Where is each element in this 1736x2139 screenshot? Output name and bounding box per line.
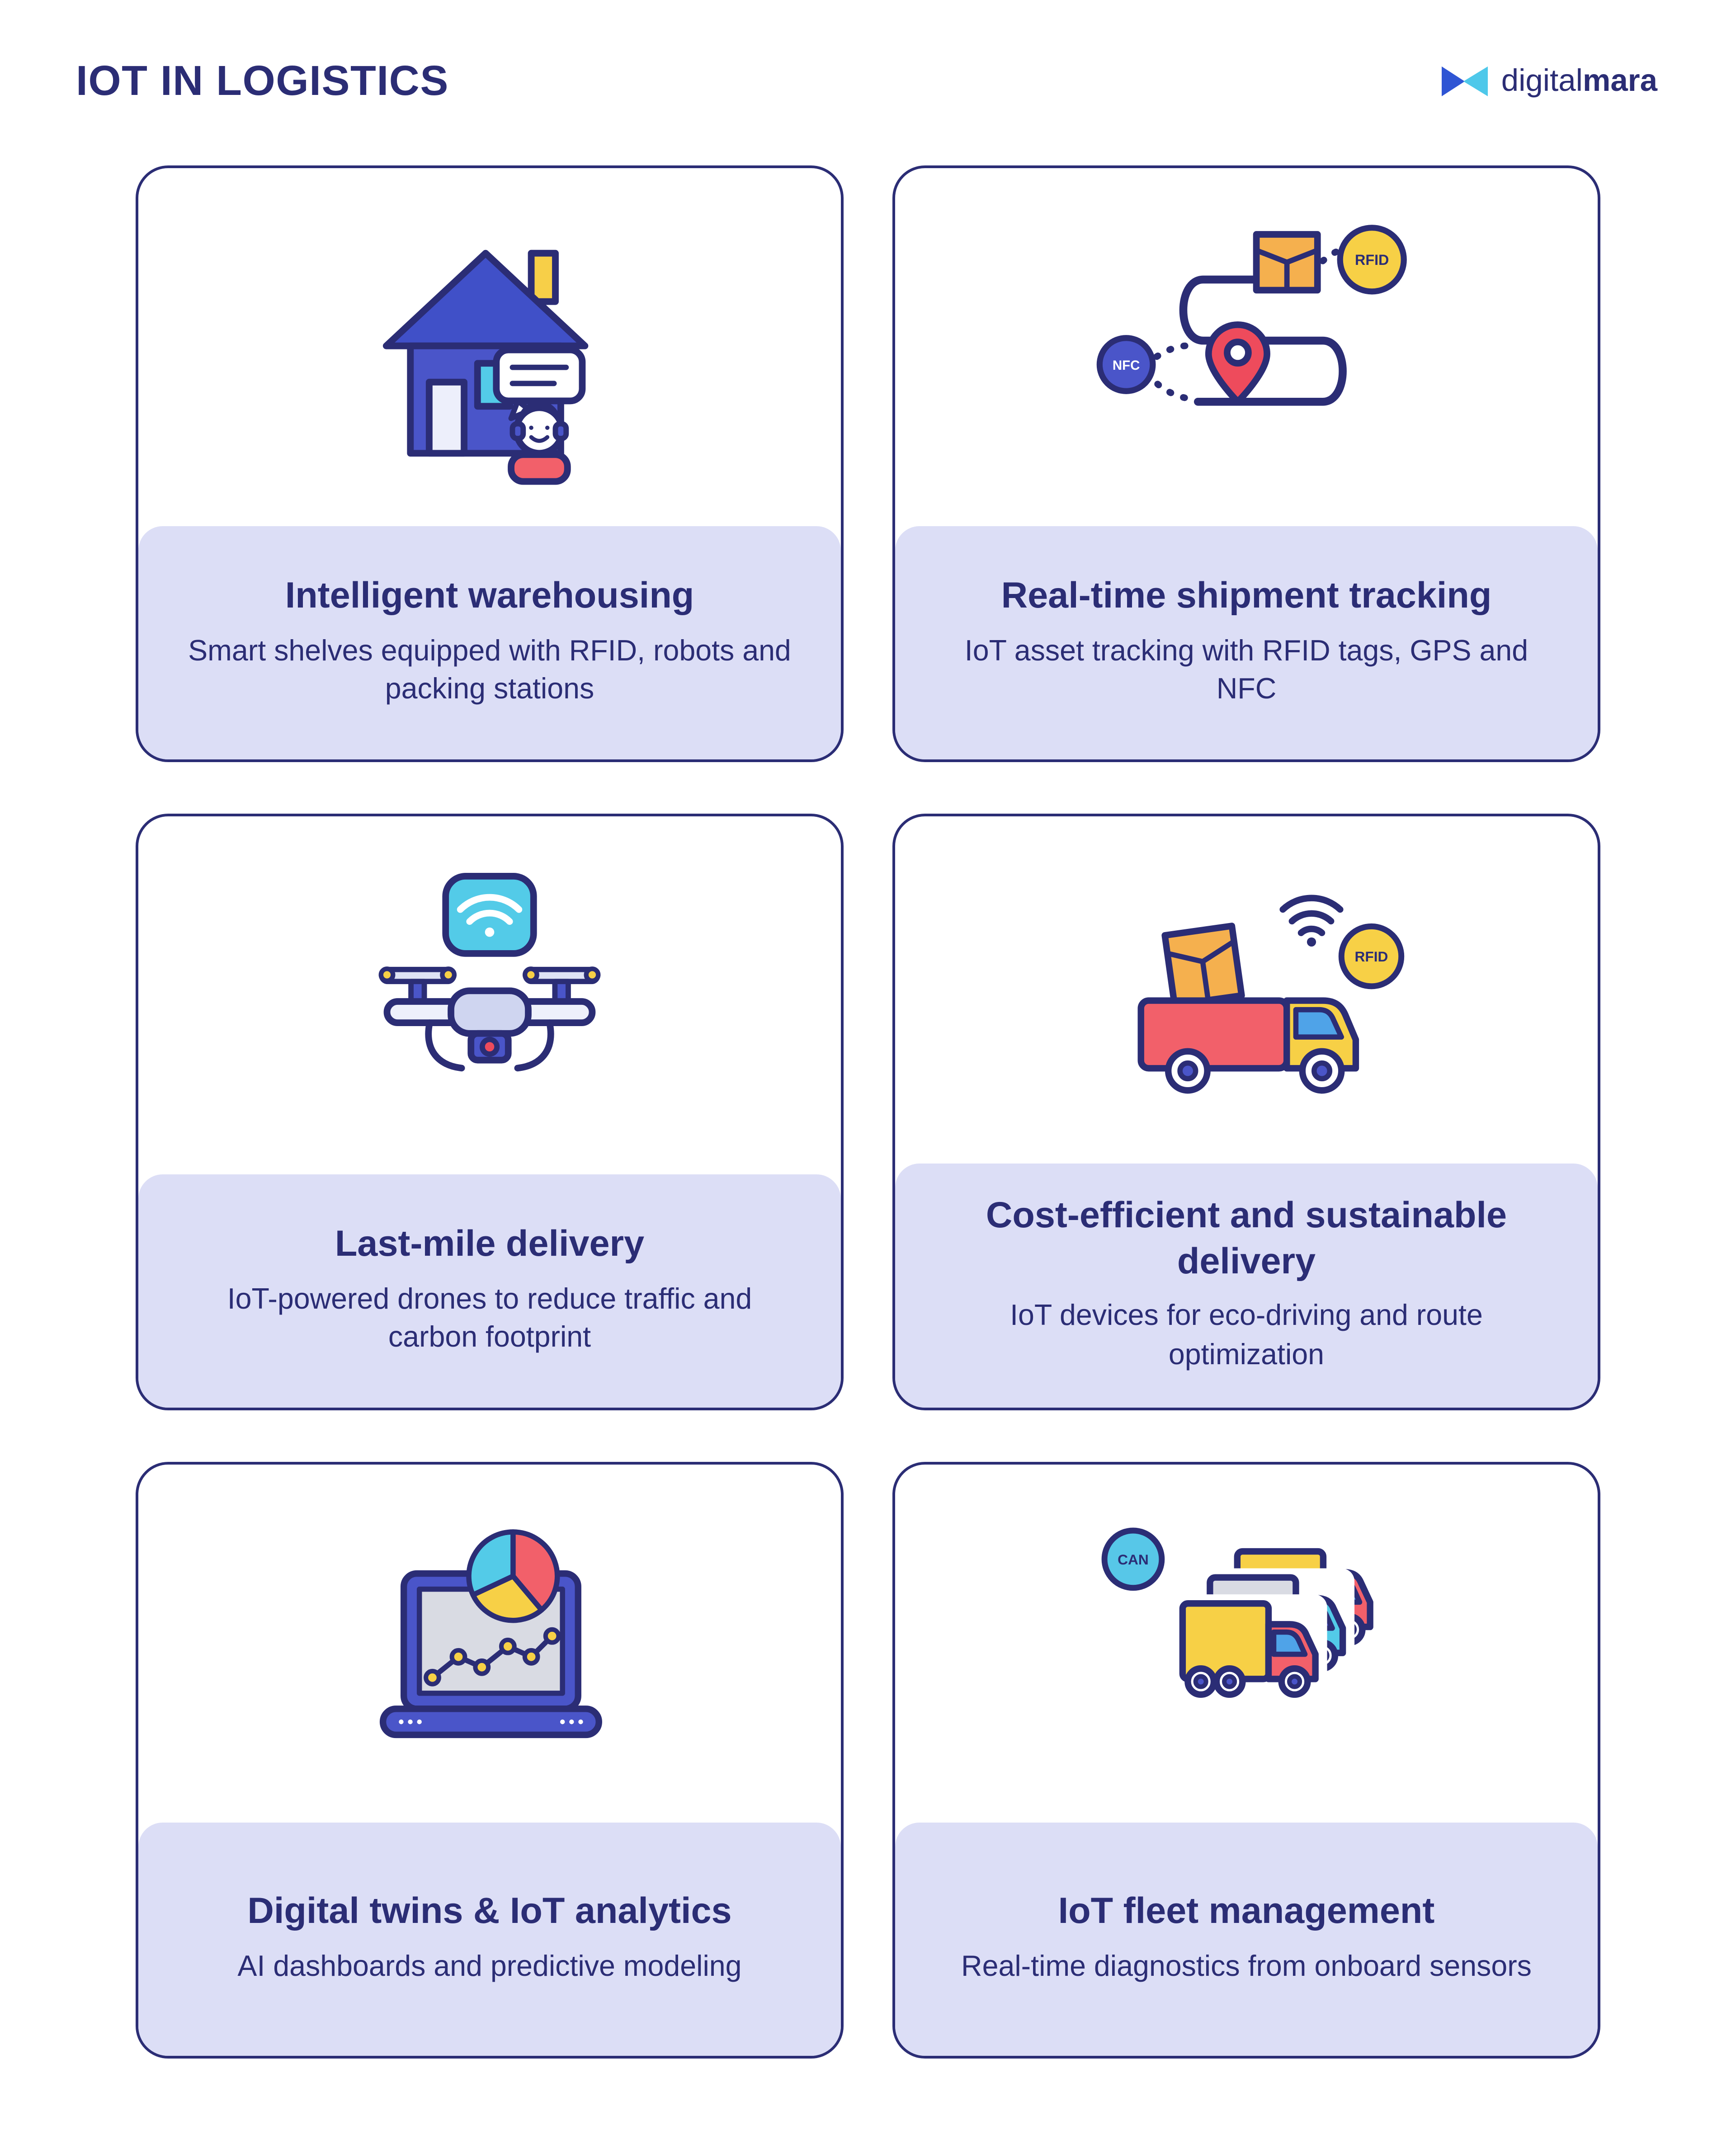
card-icon-area: RFID — [895, 816, 1598, 1164]
card-description: Real-time diagnostics from onboard senso… — [961, 1950, 1532, 1983]
card-icon-area — [138, 1465, 841, 1823]
card-digital-twins-iot-analytics: Digital twins & IoT analytics AI dashboa… — [136, 1462, 844, 2059]
card-description: IoT asset tracking with RFID tags, GPS a… — [964, 634, 1528, 706]
truck — [1137, 997, 1359, 1094]
card-description: Smart shelves equipped with RFID, robots… — [188, 634, 791, 706]
card-text-panel: Digital twins & IoT analytics AI dashboa… — [138, 1823, 841, 2056]
fleet-trucks-icon: CAN — [1101, 1527, 1373, 1703]
cards-grid: Intelligent warehousing Smart shelves eq… — [136, 165, 1600, 2059]
logo-text-regular: digital — [1501, 62, 1583, 98]
card-text-panel: Last-mile delivery IoT-powered drones to… — [138, 1174, 841, 1408]
card-text-panel: Intelligent warehousing Smart shelves eq… — [138, 526, 841, 759]
card-description: AI dashboards and predictive modeling — [237, 1950, 742, 1983]
cargo-box — [1161, 923, 1245, 1008]
package-box — [1252, 230, 1321, 293]
card-text-panel: Real-time shipment tracking IoT asset tr… — [895, 526, 1598, 759]
header: IOT IN LOGISTICS digitalmara — [0, 0, 1736, 106]
card-title: Intelligent warehousing — [285, 575, 694, 616]
rfid-badge — [1338, 923, 1405, 989]
iot-drone-icon — [378, 872, 601, 1071]
card-title: Cost-efficient and sustainable delivery — [986, 1194, 1507, 1281]
can-badge-label: CAN — [1118, 1550, 1149, 1567]
card-description: IoT-powered drones to reduce traffic and… — [227, 1282, 752, 1354]
card-title: Last-mile delivery — [335, 1223, 645, 1264]
robot — [508, 401, 571, 485]
card-icon-area — [138, 168, 841, 526]
card-description: IoT devices for eco-driving and route op… — [1010, 1300, 1483, 1371]
logo-text-bold: mara — [1583, 62, 1657, 98]
card-real-time-shipment-tracking: NFC RFID Real-time shipment tracking IoT… — [892, 165, 1600, 762]
truck-front — [1173, 1593, 1327, 1703]
delivery-truck-icon: RFID — [1137, 895, 1405, 1094]
wifi-signal-icon — [1279, 895, 1344, 947]
card-text-panel: Cost-efficient and sustainable delivery … — [895, 1163, 1598, 1408]
card-last-mile-delivery: Last-mile delivery IoT-powered drones to… — [136, 814, 844, 1410]
card-title: IoT fleet management — [1058, 1890, 1435, 1932]
can-badge — [1101, 1527, 1165, 1590]
rfid-badge-label: RFID — [1354, 251, 1388, 268]
card-text-panel: IoT fleet management Real-time diagnosti… — [895, 1823, 1598, 2056]
laptop-base — [379, 1706, 602, 1739]
location-pin-icon — [1204, 320, 1270, 405]
nfc-badge — [1096, 334, 1155, 394]
card-intelligent-warehousing: Intelligent warehousing Smart shelves eq… — [136, 165, 844, 762]
wifi-box — [442, 872, 537, 956]
laptop-analytics-icon — [379, 1529, 602, 1739]
digitalmara-logo-text: digitalmara — [1501, 62, 1657, 99]
digitalmara-logo: digitalmara — [1440, 62, 1657, 99]
warehouse-robot-icon — [382, 250, 589, 485]
rfid-badge-label: RFID — [1355, 948, 1388, 965]
page-title: IOT IN LOGISTICS — [76, 57, 449, 104]
pie-chart — [465, 1529, 559, 1623]
drone-body — [378, 966, 601, 1071]
card-iot-fleet-management: CAN IoT fleet management Real-time diagn… — [892, 1462, 1600, 2059]
card-icon-area: NFC RFID — [895, 168, 1598, 526]
card-title: Real-time shipment tracking — [1001, 575, 1492, 616]
nfc-badge-label: NFC — [1112, 358, 1139, 372]
rfid-badge — [1336, 224, 1406, 294]
card-icon-area: CAN — [895, 1465, 1598, 1823]
card-title: Digital twins & IoT analytics — [247, 1890, 732, 1932]
card-icon-area — [138, 816, 841, 1174]
card-cost-efficient-sustainable-delivery: RFID Cost-efficient and sustainable deli… — [892, 814, 1600, 1410]
digitalmara-logo-icon — [1441, 66, 1488, 96]
shipment-route-icon: NFC RFID — [1096, 224, 1406, 405]
